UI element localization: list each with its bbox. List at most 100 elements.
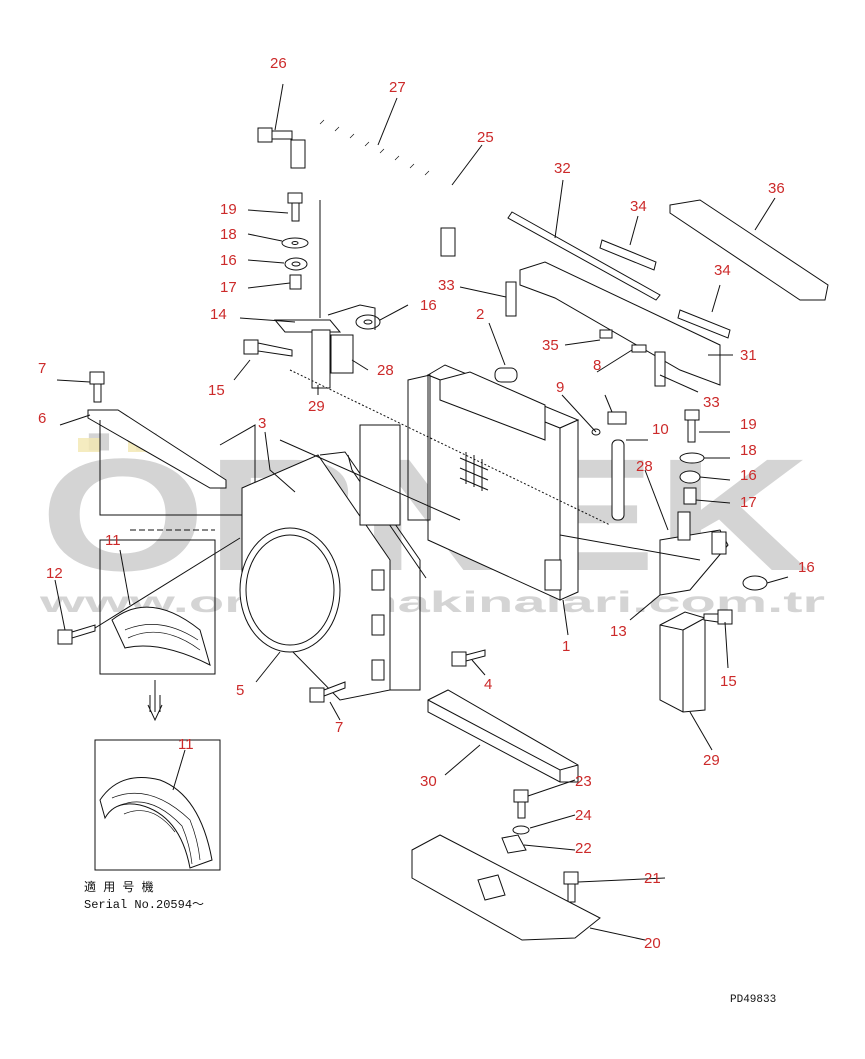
callout-31: 31	[740, 347, 757, 364]
applicability-title: 適 用 号 機	[84, 879, 154, 895]
applicability-serial: Serial No.20594～	[84, 898, 204, 912]
callout-9: 9	[556, 379, 564, 396]
bolt-12	[57, 624, 96, 645]
callout-22: 22	[575, 840, 592, 857]
bolt-7-bottom	[309, 681, 346, 703]
callout-23: 23	[575, 773, 592, 790]
foam-pad-29-center	[359, 424, 401, 526]
drawing-code: PD49833	[730, 994, 776, 1006]
bracket-14-vertical	[311, 329, 331, 389]
cover-36	[669, 199, 829, 301]
callout-19-right: 19	[740, 416, 757, 433]
clip-22	[501, 834, 527, 854]
callout-32: 32	[554, 160, 571, 177]
callout-8: 8	[593, 357, 601, 374]
collar-17-left	[289, 274, 302, 290]
callout-18-right: 18	[740, 442, 757, 459]
leader-lines	[54, 83, 789, 941]
bolt-23	[513, 789, 529, 819]
callout-26: 26	[270, 55, 287, 72]
inset-box-upper	[99, 539, 216, 675]
callout-18-left: 18	[220, 226, 237, 243]
bolt-7-top	[89, 371, 105, 403]
pad-28-right	[677, 511, 691, 541]
handle-bar	[297, 119, 451, 256]
callout-1: 1	[562, 638, 570, 655]
callout-11-upper: 11	[105, 532, 121, 549]
hose-10	[611, 439, 625, 521]
callout-12: 12	[46, 565, 63, 582]
pad-33-left	[505, 281, 517, 317]
callout-3: 3	[258, 415, 266, 432]
washer-18-left	[281, 237, 309, 249]
cock-9	[607, 411, 627, 425]
mount-16-left	[284, 257, 308, 271]
callout-4: 4	[484, 676, 492, 693]
handle-grip-hatch	[319, 119, 430, 176]
callout-11-lower: 11	[178, 736, 194, 753]
bolt-15-left	[243, 339, 293, 357]
callout-6: 6	[38, 410, 46, 427]
callout-35: 35	[542, 337, 559, 354]
callout-16-left: 16	[220, 252, 237, 269]
callout-16-right: 16	[740, 467, 757, 484]
callout-24: 24	[575, 807, 592, 824]
callout-30: 30	[420, 773, 437, 790]
callout-13: 13	[610, 623, 627, 640]
guard-11-small	[111, 606, 211, 666]
mount-16-right	[355, 314, 381, 330]
callout-15-left: 15	[208, 382, 225, 399]
collar-17-right	[683, 487, 697, 505]
callout-28-right: 28	[636, 458, 653, 475]
strip-34-top	[599, 239, 657, 271]
callout-7-bottom: 7	[335, 719, 343, 736]
parts-linework	[54, 83, 829, 941]
bolt-15-right	[703, 609, 733, 625]
callout-25: 25	[477, 129, 494, 146]
bracket-13	[659, 529, 729, 596]
callout-16-far-right: 16	[798, 559, 815, 576]
callout-10: 10	[652, 421, 669, 438]
mount-16-right-stack	[679, 470, 701, 484]
bolt-19-left	[287, 192, 303, 222]
callout-21: 21	[644, 870, 661, 887]
callout-16-mid: 16	[420, 297, 437, 314]
strip-34-right	[677, 309, 731, 339]
callout-15-right: 15	[720, 673, 737, 690]
callout-36: 36	[768, 180, 785, 197]
callout-14: 14	[210, 306, 227, 323]
bracket-31	[519, 261, 721, 386]
plate-6	[87, 409, 227, 489]
pad-33-right	[654, 351, 666, 387]
pad-30	[427, 689, 579, 783]
callout-2: 2	[476, 306, 484, 323]
callout-34-right: 34	[714, 262, 731, 279]
handle-foot-left	[290, 139, 306, 169]
clip-35	[599, 329, 613, 339]
callout-19-left: 19	[220, 201, 237, 218]
callout-5: 5	[236, 682, 244, 699]
callout-7-top: 7	[38, 360, 46, 377]
bolt-4	[451, 649, 486, 667]
callout-33-left: 33	[438, 277, 455, 294]
callout-33-right: 33	[703, 394, 720, 411]
washer-24	[512, 825, 530, 835]
mount-16-far-right	[742, 575, 768, 591]
callout-34-top: 34	[630, 198, 647, 215]
handle-foot-right	[440, 227, 456, 257]
callout-27: 27	[389, 79, 406, 96]
callout-17-right: 17	[740, 494, 757, 511]
washer-18-right	[679, 452, 705, 464]
callout-20: 20	[644, 935, 661, 952]
fan-shroud	[239, 451, 427, 701]
radiator-core	[407, 364, 580, 601]
bar-32	[507, 211, 661, 301]
pad-28-left	[330, 334, 354, 374]
bolt-21	[563, 871, 579, 903]
callout-29-top: 29	[308, 398, 325, 415]
inset-box-lower	[94, 739, 221, 871]
callout-29-bottom: 29	[703, 752, 720, 769]
guard-11-large	[99, 777, 213, 869]
plate-20	[411, 834, 601, 941]
